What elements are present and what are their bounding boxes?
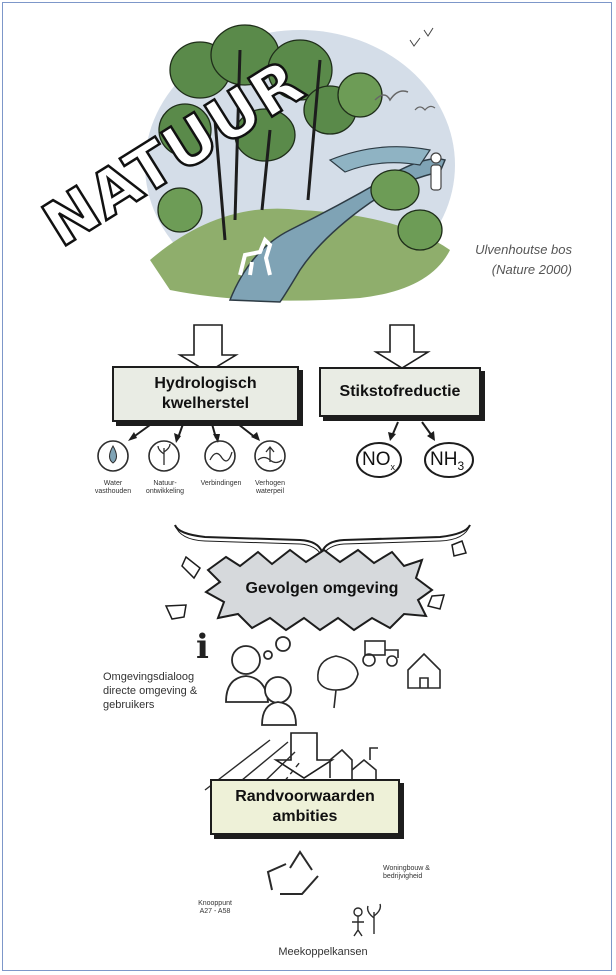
down-arrow <box>373 324 431 369</box>
small-arrow-head <box>128 432 137 441</box>
bird-icon <box>374 90 409 102</box>
plant-glyph <box>157 443 171 465</box>
person-head <box>231 645 261 675</box>
thought-bubble <box>263 650 273 660</box>
dialog-line: Omgevingsdialoog <box>103 671 195 683</box>
icon-label-line: Water <box>103 480 123 487</box>
hydrologisch-box: Hydrologisch kwelherstel <box>112 366 299 422</box>
tree-sketch-icon <box>317 655 359 709</box>
house-icon <box>407 652 441 689</box>
dialog-line: directe omgeving & <box>103 685 198 697</box>
thought-bubble <box>275 636 291 652</box>
deer-figure <box>238 236 273 276</box>
randvoorwaarden-line-1: Randvoorwaarden <box>235 788 375 805</box>
knooppunt-label: Knooppunt A27 - A58 <box>190 900 240 916</box>
river-branch <box>328 146 431 173</box>
nature-illustration <box>145 24 455 303</box>
person-body <box>430 164 442 191</box>
person-head <box>264 676 292 704</box>
bird-icon <box>414 105 436 111</box>
location-caption: Ulvenhoutse bos (Nature 2000) <box>442 240 572 280</box>
water-drop-glyph <box>109 445 117 464</box>
no-base: NO <box>362 449 391 470</box>
dialog-text: Omgevingsdialoog directe omgeving & gebr… <box>103 670 233 712</box>
debris-shape <box>451 540 467 557</box>
stikstof-label: Stikstofreductie <box>339 383 461 400</box>
small-arrow-head <box>174 433 181 443</box>
tree-canopy <box>158 103 212 157</box>
knooppunt-line: A27 - A58 <box>199 908 231 915</box>
tree-canopy <box>337 72 383 118</box>
tree-trunk <box>306 59 322 201</box>
small-arrow-head <box>388 432 396 441</box>
icon-label-line: waterpeil <box>255 488 284 495</box>
water-level-glyph <box>257 445 283 464</box>
tree-trunk <box>213 119 227 241</box>
nh-3-label: NH3 <box>430 449 464 473</box>
icon-label-line: ontwikkeling <box>145 488 185 495</box>
impact-cloud <box>204 548 434 632</box>
tree-trunk <box>260 129 272 211</box>
stikstof-box: Stikstofreductie <box>319 367 481 417</box>
debris-shape <box>181 555 201 580</box>
icon-label-natuur: Natuur- ontwikkeling <box>142 480 188 496</box>
icon-label-water: Water vasthouden <box>93 480 133 496</box>
dialog-line: gebruikers <box>103 699 155 711</box>
tree-trunk <box>233 49 242 221</box>
bird-icon <box>409 37 421 47</box>
woning-label: Woningbouw & bedrijvigheid <box>383 865 443 881</box>
caption-line-1: Ulvenhoutse bos <box>475 242 572 257</box>
gevolgen-label: Gevolgen omgeving <box>245 580 399 597</box>
down-arrow <box>177 324 239 373</box>
river-shape <box>228 158 447 303</box>
icon-label-line: vasthouden <box>94 488 132 495</box>
person-head <box>430 152 442 164</box>
tree-canopy <box>267 39 333 101</box>
randvoorwaarden-box: Randvoorwaarden ambities <box>210 779 400 835</box>
connection-icon <box>204 440 236 472</box>
nh-circle <box>424 442 474 478</box>
down-arrow <box>273 732 335 779</box>
small-arrow-head <box>251 432 260 441</box>
curly-brace <box>174 524 471 555</box>
knooppunt-line: Knooppunt <box>198 900 232 907</box>
woning-line: Woningbouw & <box>383 865 430 872</box>
icon-label-line: Natuur- <box>153 480 177 487</box>
recycle-icon <box>266 850 319 895</box>
small-arrow-head <box>427 431 435 441</box>
icon-label-verbindingen: Verbindingen <box>198 480 244 488</box>
icon-label-line: Verhogen <box>255 480 285 487</box>
people-plant-icon <box>352 903 382 937</box>
randvoorwaarden-line-2: ambities <box>272 808 338 825</box>
meekoppel-label: Meekoppelkansen <box>278 946 368 958</box>
plant-icon <box>148 440 180 472</box>
icon-label-waterpeil: Verhogen waterpeil <box>250 480 290 496</box>
woning-line: bedrijvigheid <box>383 873 423 880</box>
tractor-icon <box>362 640 399 667</box>
person-body <box>261 701 297 726</box>
bird-icon <box>423 27 434 37</box>
tree-canopy <box>157 187 203 233</box>
no-circle <box>356 442 402 478</box>
nh-base: NH <box>430 449 458 470</box>
icon-label-line: Verbindingen <box>200 480 242 487</box>
tree-canopy <box>234 108 296 162</box>
debris-shape <box>426 594 446 610</box>
no-x-label: NOx <box>362 449 395 472</box>
debris-shape <box>164 604 187 620</box>
hydrologisch-line-2: kwelherstel <box>161 395 250 412</box>
water-level-icon <box>254 440 286 472</box>
water-drop-icon <box>97 440 129 472</box>
nh-sub: 3 <box>457 458 465 473</box>
info-icon: i <box>196 627 209 667</box>
hydrologisch-line-1: Hydrologisch <box>154 375 257 392</box>
tree-canopy <box>397 209 443 251</box>
tree-canopy <box>370 169 420 211</box>
no-sub: x <box>390 461 396 472</box>
connection-glyph <box>209 451 233 462</box>
caption-line-2: (Nature 2000) <box>491 262 572 277</box>
